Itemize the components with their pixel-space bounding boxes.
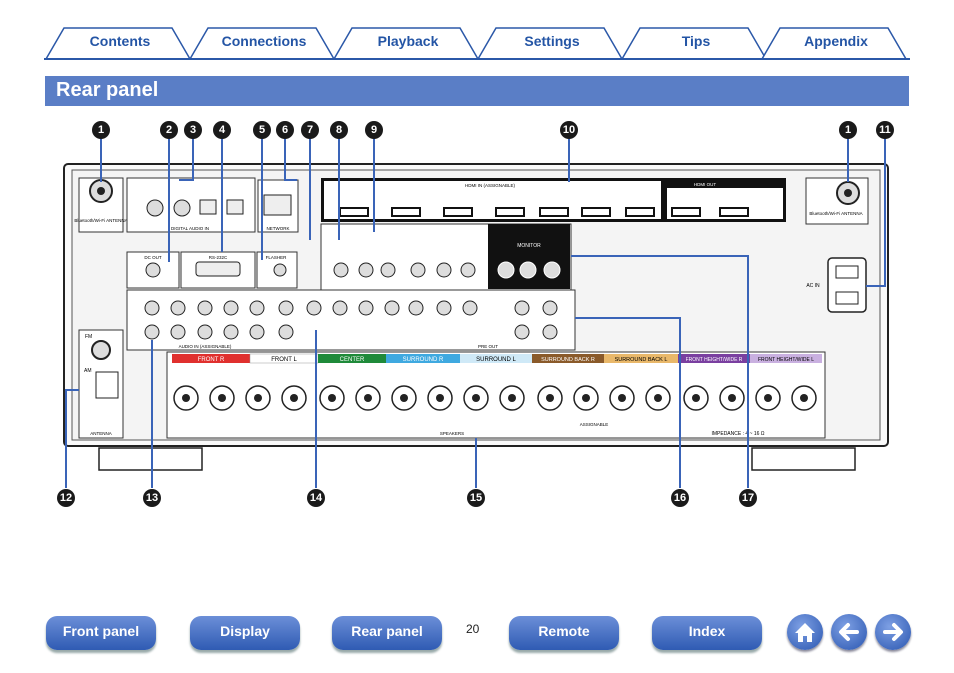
callout-8: 8 bbox=[330, 121, 348, 139]
impedance-label: IMPEDANCE : 4 ~ 16 Ω bbox=[711, 431, 764, 437]
foot-left bbox=[98, 447, 203, 471]
speaker-front-r-label: FRONT R bbox=[198, 357, 225, 363]
front-panel-button[interactable]: Front panel bbox=[46, 616, 156, 650]
component-block: MONITOR bbox=[320, 223, 572, 295]
antenna-right-label: Bluetooth/Wi-Fi ANTENNA bbox=[809, 211, 862, 216]
antenna-label: ANTENNA bbox=[90, 431, 112, 436]
page-number: 20 bbox=[466, 622, 480, 636]
callout-7: 7 bbox=[301, 121, 319, 139]
speaker-fhw-r-label: FRONT HEIGHT/WIDE R bbox=[686, 357, 743, 363]
tab-tips[interactable]: Tips bbox=[620, 26, 772, 60]
dc-out-label: DC OUT bbox=[144, 255, 161, 260]
callout-17: 17 bbox=[739, 489, 757, 507]
tab-bar-underline bbox=[44, 58, 910, 60]
digital-audio-in-label: DIGITAL AUDIO IN bbox=[171, 226, 209, 231]
tab-contents-label: Contents bbox=[89, 33, 151, 49]
home-icon bbox=[795, 623, 815, 642]
network-port: NETWORK bbox=[257, 179, 299, 233]
home-button[interactable] bbox=[787, 614, 823, 650]
rear-panel-button[interactable]: Rear panel bbox=[332, 616, 442, 650]
speaker-fhw-l-label: FRONT HEIGHT/WIDE L bbox=[758, 357, 814, 363]
rs232c-label: RS-232C bbox=[209, 255, 228, 260]
callout-4: 4 bbox=[213, 121, 231, 139]
tab-tips-label: Tips bbox=[681, 33, 711, 49]
callout-14: 14 bbox=[307, 489, 325, 507]
tab-appendix[interactable]: Appendix bbox=[760, 26, 912, 60]
speaker-sb-r-label: SURROUND BACK R bbox=[541, 357, 595, 363]
hdmi-out-label: HDMI OUT bbox=[694, 182, 716, 187]
back-button[interactable] bbox=[831, 614, 867, 650]
callout-5: 5 bbox=[253, 121, 271, 139]
audio-in-label: AUDIO IN (ASSIGNABLE) bbox=[179, 344, 232, 349]
tab-playback[interactable]: Playback bbox=[332, 26, 484, 60]
pre-out-label: PRE OUT bbox=[478, 344, 498, 349]
arrow-left-icon bbox=[839, 623, 859, 641]
speaker-sb-l-label: SURROUND BACK L bbox=[615, 357, 668, 363]
callout-1: 1 bbox=[92, 121, 110, 139]
tab-appendix-label: Appendix bbox=[804, 33, 868, 49]
fm-am-antenna: FM AM ANTENNA bbox=[78, 329, 124, 439]
tab-playback-label: Playback bbox=[377, 33, 439, 49]
speaker-center-label: CENTER bbox=[340, 357, 365, 363]
monitor-label: MONITOR bbox=[517, 243, 541, 249]
assignable-label: ASSIGNABLE bbox=[580, 422, 609, 427]
ac-inlet: AC IN bbox=[806, 257, 867, 313]
callout-6: 6 bbox=[276, 121, 294, 139]
tab-connections-label: Connections bbox=[221, 33, 307, 49]
callout-lines bbox=[65, 137, 886, 488]
speaker-surround-l-label: SURROUND L bbox=[476, 357, 516, 363]
digital-audio-in: DIGITAL AUDIO IN bbox=[126, 177, 256, 233]
speaker-terminals: FRONT R FRONT L CENTER SURROUND R SURROU… bbox=[166, 351, 826, 439]
speakers-label: SPEAKERS bbox=[440, 431, 464, 436]
callout-15: 15 bbox=[467, 489, 485, 507]
bt-antenna-left: Bluetooth/Wi-Fi ANTENNA bbox=[74, 177, 128, 233]
tab-contents[interactable]: Contents bbox=[44, 26, 196, 60]
speaker-surround-r-label: SURROUND R bbox=[403, 357, 444, 363]
section-title-bar: Rear panel bbox=[45, 76, 909, 106]
callout-12: 12 bbox=[57, 489, 75, 507]
tab-settings[interactable]: Settings bbox=[476, 26, 628, 60]
control-row: DC OUT RS-232C FLASHER bbox=[126, 251, 298, 289]
ac-in-label: AC IN bbox=[806, 283, 820, 289]
tab-settings-label: Settings bbox=[524, 33, 580, 49]
remote-button[interactable]: Remote bbox=[509, 616, 619, 650]
speaker-front-l-label: FRONT L bbox=[271, 357, 297, 363]
callout-1-right: 1 bbox=[839, 121, 857, 139]
hdmi-block: HDMI IN (ASSIGNABLE) HDMI OUT bbox=[321, 178, 786, 222]
callout-9: 9 bbox=[365, 121, 383, 139]
page-title: Rear panel bbox=[56, 79, 159, 101]
top-tab-bar: Contents Connections Playback Settings T… bbox=[44, 26, 910, 60]
callout-3: 3 bbox=[184, 121, 202, 139]
am-label: AM bbox=[84, 368, 92, 374]
bt-antenna-right: Bluetooth/Wi-Fi ANTENNA bbox=[805, 177, 869, 225]
audio-in-block: AUDIO IN (ASSIGNABLE) PRE OUT bbox=[126, 289, 576, 351]
tab-connections[interactable]: Connections bbox=[188, 26, 340, 60]
index-button[interactable]: Index bbox=[652, 616, 762, 650]
flasher-label: FLASHER bbox=[266, 255, 288, 260]
display-button[interactable]: Display bbox=[190, 616, 300, 650]
fm-label: FM bbox=[85, 334, 92, 340]
callout-2: 2 bbox=[160, 121, 178, 139]
forward-button[interactable] bbox=[875, 614, 911, 650]
antenna-left-label: Bluetooth/Wi-Fi ANTENNA bbox=[74, 218, 127, 223]
callout-13: 13 bbox=[143, 489, 161, 507]
network-label: NETWORK bbox=[267, 226, 290, 231]
callout-11: 11 bbox=[876, 121, 894, 139]
foot-right bbox=[751, 447, 856, 471]
callout-16: 16 bbox=[671, 489, 689, 507]
arrow-right-icon bbox=[883, 623, 903, 641]
rear-panel-diagram: Bluetooth/Wi-Fi ANTENNA DIGITAL AUDIO IN… bbox=[63, 137, 889, 488]
hdmi-in-label: HDMI IN (ASSIGNABLE) bbox=[465, 183, 516, 188]
callout-10: 10 bbox=[560, 121, 578, 139]
